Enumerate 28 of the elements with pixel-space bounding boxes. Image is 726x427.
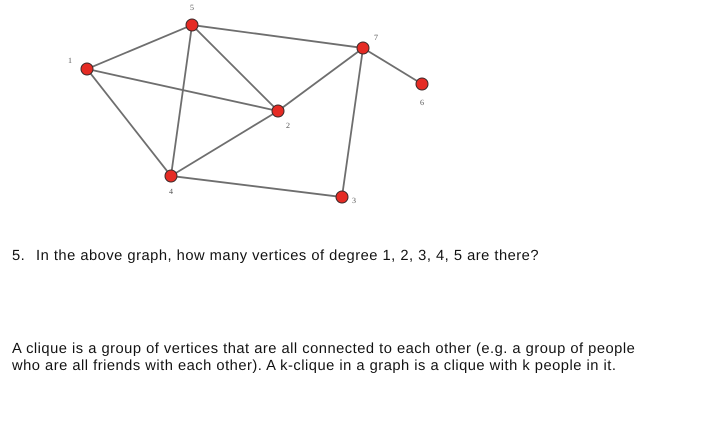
edge-line xyxy=(92,69,272,111)
vertex-label: 2 xyxy=(286,122,290,130)
question-text: In the above graph, how many vertices of degree 1, 2, 3, 4, 5 are there? xyxy=(36,248,540,265)
edge-line xyxy=(342,54,364,192)
edge-line xyxy=(196,28,274,108)
list-number: 5. xyxy=(12,248,26,265)
vertex-label: 6 xyxy=(420,99,424,107)
edge-line xyxy=(176,113,274,174)
edge-line xyxy=(90,73,168,172)
vertex-circle xyxy=(80,62,94,76)
vertex-label: 4 xyxy=(169,188,173,196)
vertex-label: 1 xyxy=(68,57,72,65)
vertex-circle xyxy=(164,169,178,183)
edge-line xyxy=(92,26,187,68)
edge-line xyxy=(176,176,336,198)
vertex-label: 3 xyxy=(352,197,356,205)
vertex-label: 7 xyxy=(374,34,378,42)
edge-line xyxy=(368,50,418,82)
vertex-circle xyxy=(415,77,429,91)
vertex-circle xyxy=(271,104,285,118)
edge-line xyxy=(198,24,358,48)
vertex-circle xyxy=(356,41,370,55)
vertex-circle xyxy=(185,18,199,32)
vertex-label: 5 xyxy=(190,4,194,12)
vertex-circle xyxy=(335,190,349,204)
edge-line xyxy=(170,30,192,170)
paragraph-text: A clique is a group of vertices that are all connected to each other (e.g. a group of people who are all friends with each other). A k-clique in a graph is a clique with k people in it. xyxy=(12,341,636,375)
edge-line xyxy=(282,50,359,108)
